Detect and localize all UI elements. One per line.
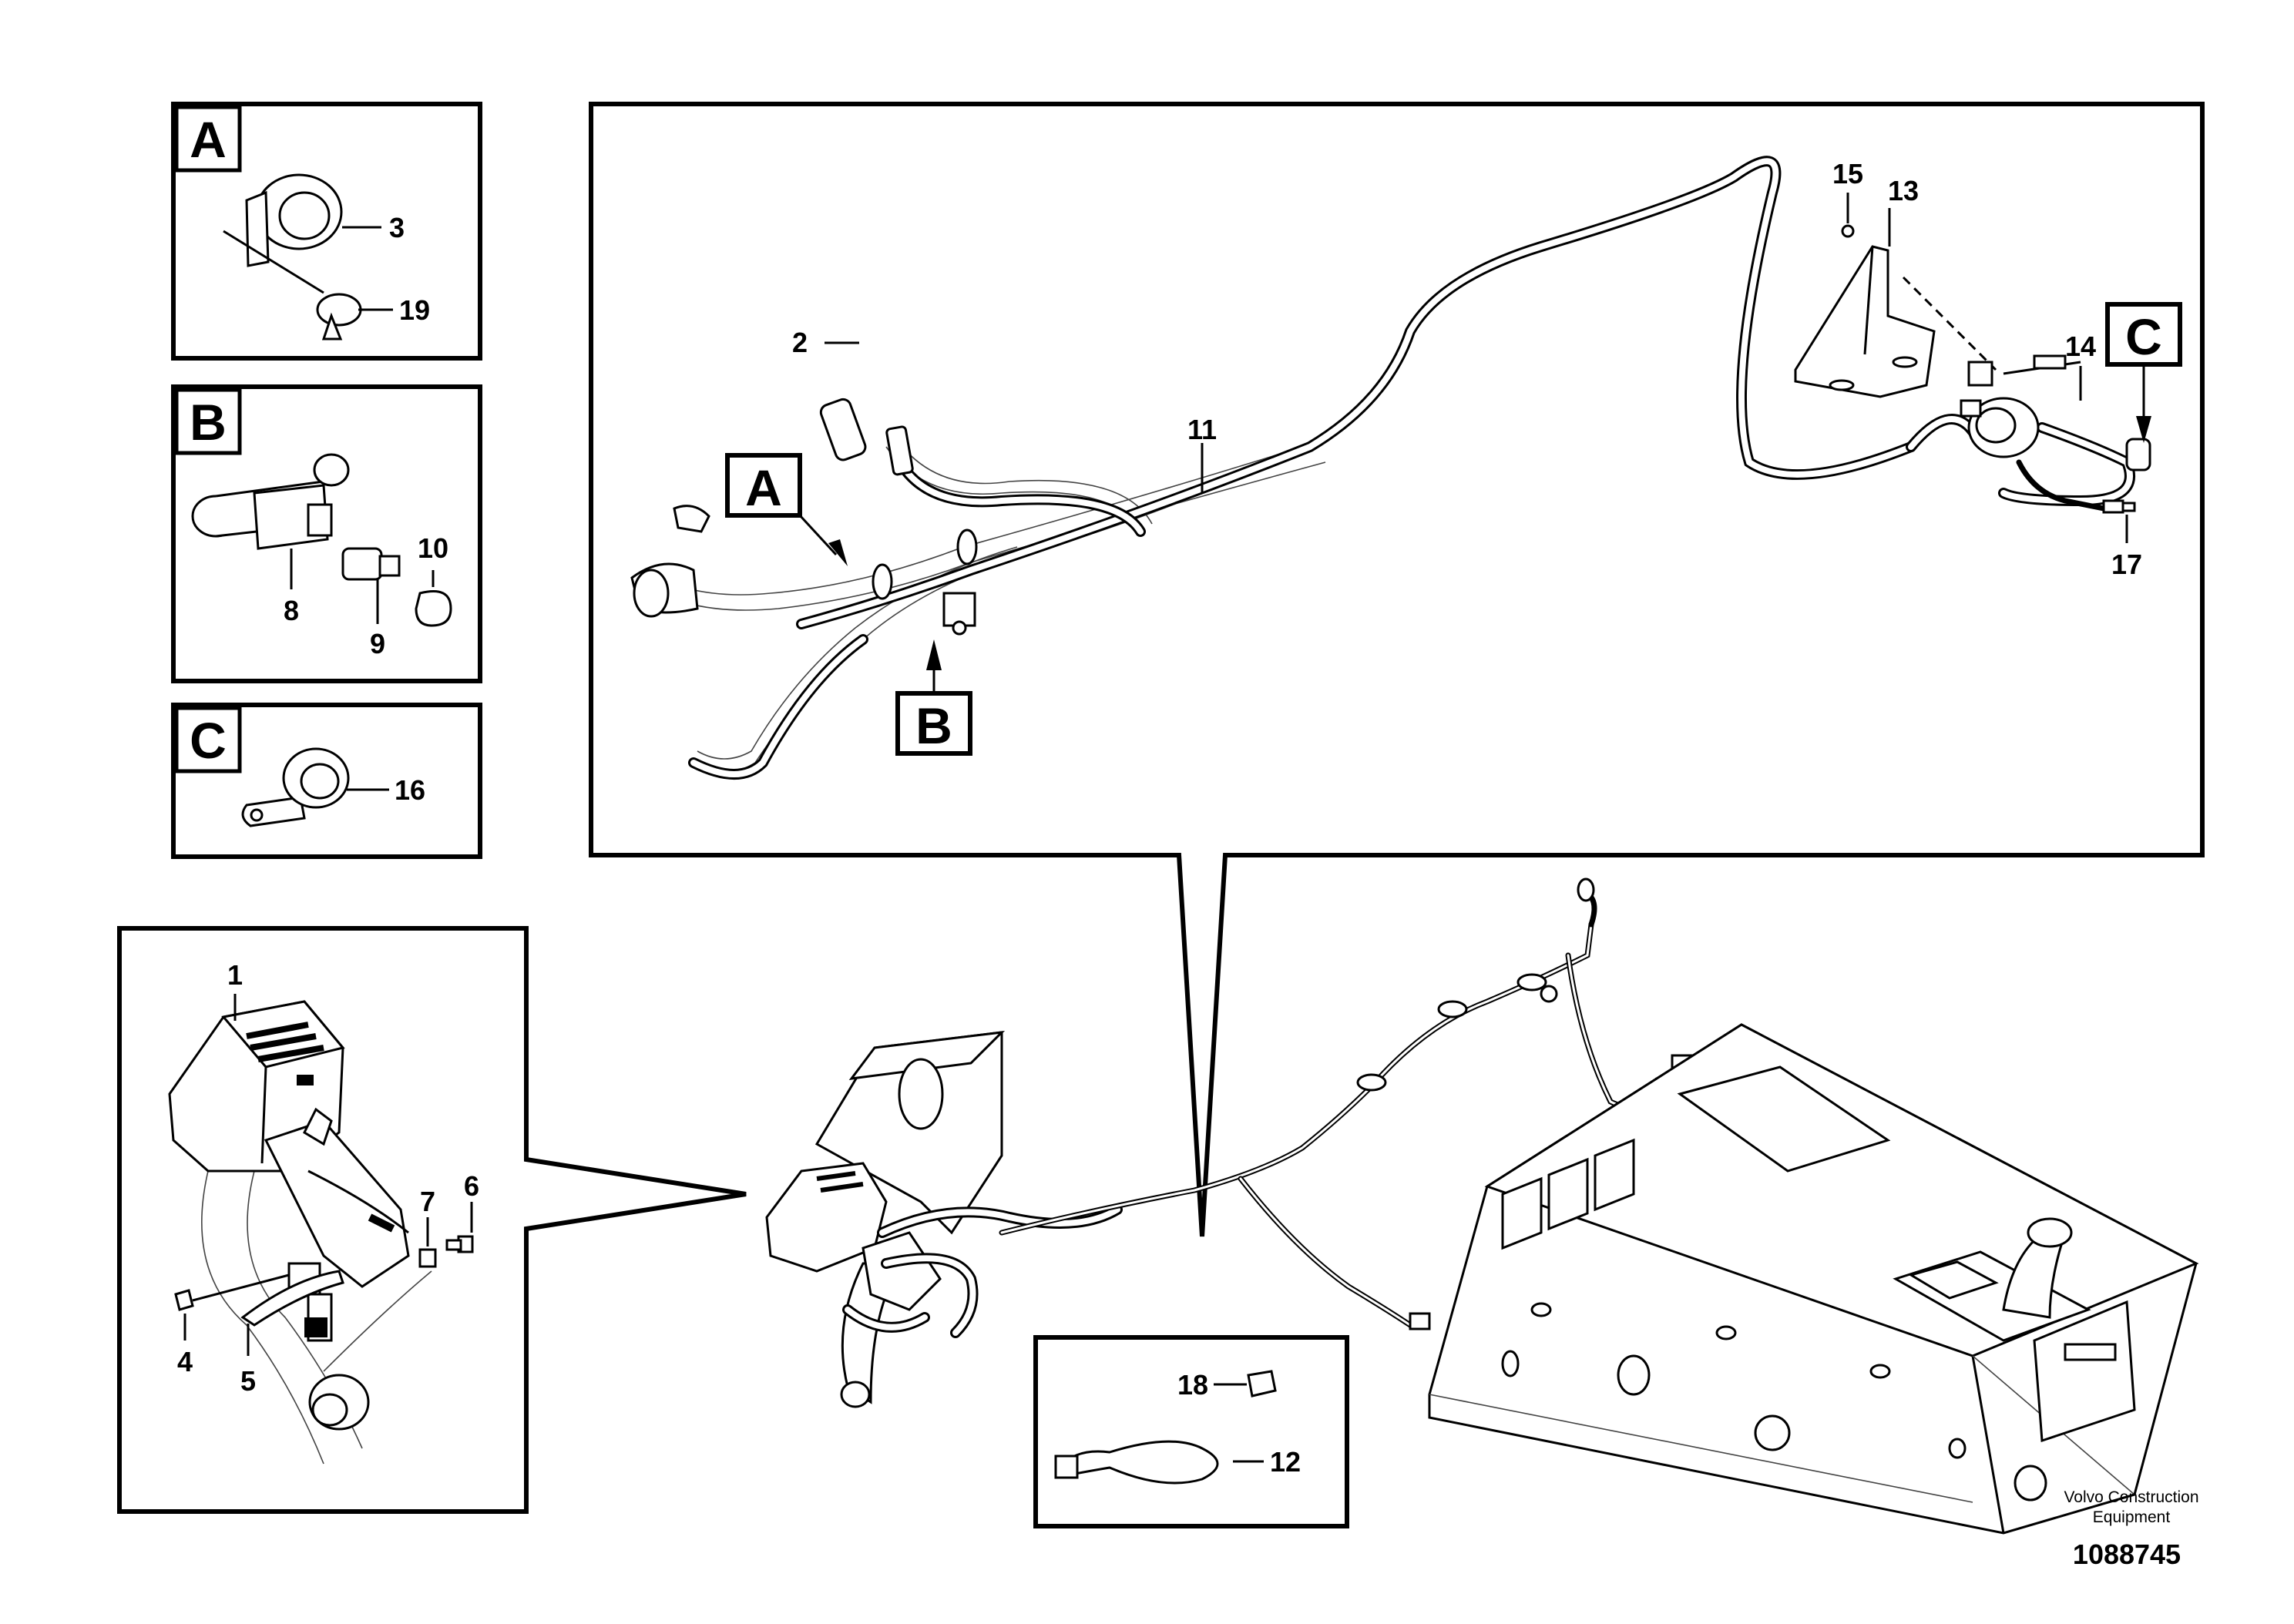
view-marker-b-letter: B xyxy=(915,697,952,754)
clip-part-18 xyxy=(1214,1370,1277,1398)
callout-4: 4 xyxy=(177,1346,193,1377)
fastener-detail-box: 18 12 xyxy=(1033,1335,1349,1528)
detail-box-a-letter: A xyxy=(190,111,227,168)
cap-part-10 xyxy=(415,570,452,627)
bracket-part-5 xyxy=(240,1270,344,1356)
temperature-sensor-part-9 xyxy=(341,547,401,624)
callout-8: 8 xyxy=(284,595,299,626)
brand-line-2: Equipment xyxy=(2093,1508,2171,1526)
view-marker-b: B xyxy=(895,639,972,756)
callout-18: 18 xyxy=(1177,1369,1208,1401)
detail-box-c-letter: C xyxy=(190,712,227,769)
callout-11: 11 xyxy=(1187,414,1217,445)
bolt-part-4 xyxy=(174,1273,290,1340)
detail-box-a: A 3 19 xyxy=(171,102,482,361)
pin-part-19 xyxy=(316,293,362,341)
callout-16: 16 xyxy=(395,774,425,806)
detail-box-c: C 16 xyxy=(171,703,482,859)
overview-assembly xyxy=(765,877,2199,1535)
callout-13: 13 xyxy=(1888,175,1919,206)
cable-tie-part-12 xyxy=(1054,1440,1264,1485)
spacer-part-7 xyxy=(418,1217,437,1268)
brand-line-1: Volvo Construction xyxy=(2064,1488,2198,1506)
view-marker-a-letter: A xyxy=(745,459,782,516)
heater-detail-box: 1 4 5 6 7 xyxy=(117,926,747,1514)
callout-10: 10 xyxy=(418,532,448,564)
bolt-part-6 xyxy=(445,1202,474,1253)
callout-12: 12 xyxy=(1270,1446,1301,1478)
callout-3: 3 xyxy=(389,212,405,243)
callout-2: 2 xyxy=(792,327,808,358)
view-marker-a: A xyxy=(725,453,848,566)
callout-9: 9 xyxy=(370,628,385,659)
callout-14: 14 xyxy=(2065,331,2096,362)
valve-assembly xyxy=(1841,224,2081,458)
document-number: 1088745 xyxy=(2073,1538,2181,1570)
clamp-part-16 xyxy=(241,747,350,827)
callout-17: 17 xyxy=(2111,549,2142,580)
detail-box-b: B 8 9 10 xyxy=(171,384,482,683)
callout-5: 5 xyxy=(240,1365,256,1397)
callout-1: 1 xyxy=(227,959,243,991)
brand-block: Volvo Construction Equipment 1088745 xyxy=(2064,1488,2198,1570)
main-detail-box: A B C 2 11 13 14 15 17 xyxy=(589,102,2205,1237)
callout-7: 7 xyxy=(420,1186,435,1217)
callout-19: 19 xyxy=(399,294,430,326)
callout-15: 15 xyxy=(1832,158,1863,190)
callout-6: 6 xyxy=(464,1170,479,1202)
tee-fitting-part-8 xyxy=(191,453,350,589)
bracket-part-13 xyxy=(1794,245,1997,398)
detail-box-b-letter: B xyxy=(190,394,227,451)
grommet-part-3 xyxy=(223,173,343,294)
heater-part-1 xyxy=(168,1000,410,1431)
view-marker-c: C xyxy=(2105,302,2182,443)
view-marker-c-letter: C xyxy=(2125,308,2162,365)
